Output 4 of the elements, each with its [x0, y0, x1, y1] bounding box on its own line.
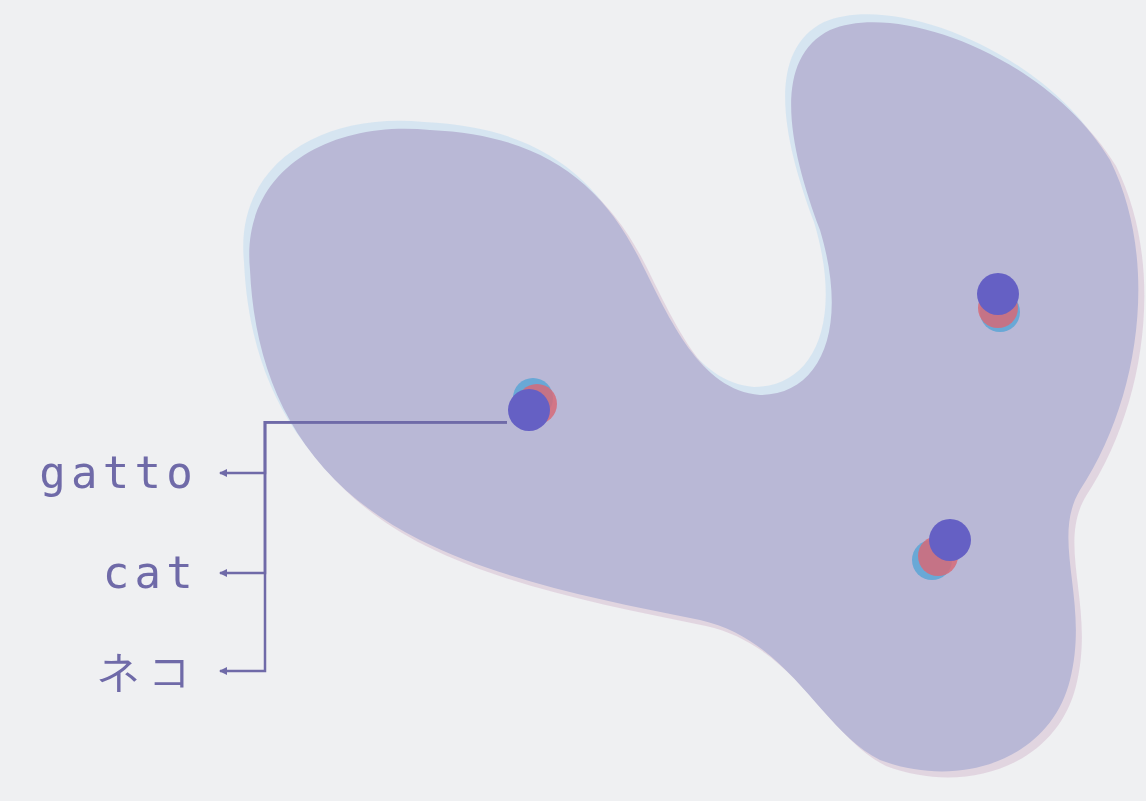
word-label: ネコ [97, 649, 198, 693]
leader-line [219, 420, 507, 675]
word-label: cat [102, 551, 198, 595]
word-label: gatto [39, 451, 198, 495]
